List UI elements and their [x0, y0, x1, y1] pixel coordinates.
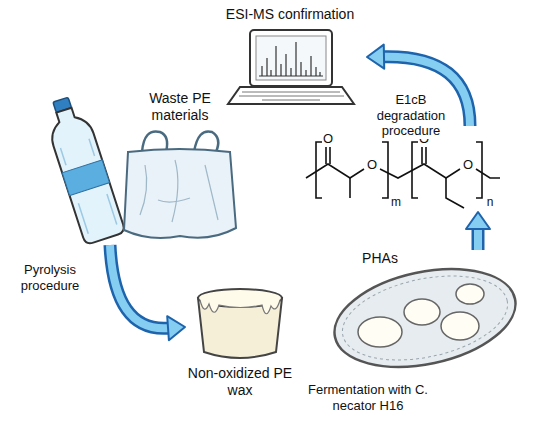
plastic-bag-icon — [124, 131, 236, 238]
atom-label: n — [487, 196, 494, 208]
node-heading: PHAs — [356, 250, 404, 267]
cell-node: PHAs — [320, 250, 520, 378]
process-arrow — [466, 212, 490, 250]
bottle-icon — [41, 93, 126, 245]
atom-label: O — [323, 132, 333, 145]
wax-node: Non-oxidized PE wax — [185, 285, 297, 405]
atom-label: m — [391, 196, 401, 208]
laptop-node: ESI-MS confirmation — [215, 6, 367, 108]
polymer-node: OOmOOn — [300, 126, 500, 212]
laptop-icon — [228, 30, 354, 104]
atom-label: O — [367, 158, 377, 171]
node-heading: Non-oxidized PE wax — [185, 365, 295, 399]
arrow-label: E1cB degradation procedure — [368, 92, 454, 139]
atom-label: O — [463, 158, 473, 171]
arrow-label: Pyrolysis procedure — [8, 262, 92, 293]
caption-note: Fermentation with C. necator H16 — [298, 382, 438, 413]
waste-materials-node: Waste PE materials — [40, 88, 240, 245]
polymer-structure — [306, 142, 500, 208]
process-arrow — [110, 245, 185, 340]
node-heading: Waste PE materials — [135, 90, 225, 124]
node-heading: ESI-MS confirmation — [215, 6, 365, 23]
wax-container — [198, 289, 282, 358]
bacterium-cell — [325, 254, 524, 382]
